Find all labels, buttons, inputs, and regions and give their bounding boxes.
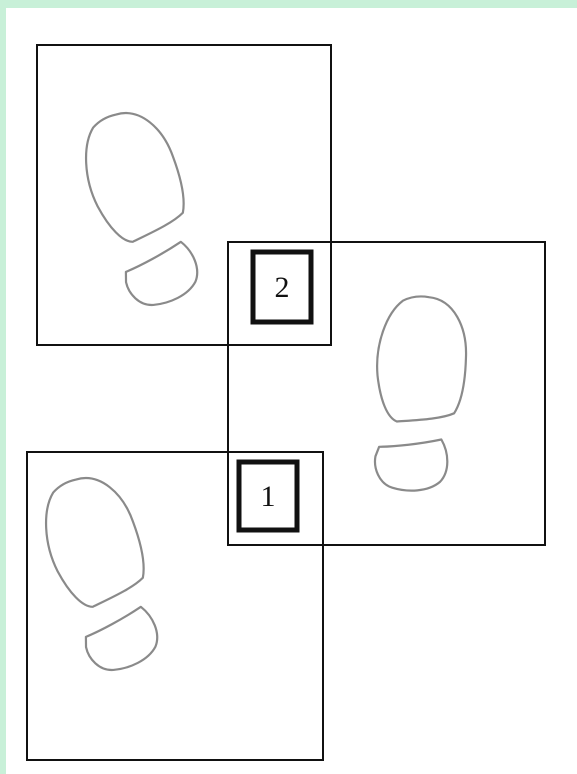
step-label-1: 1 <box>239 462 297 530</box>
step-label-2-text: 2 <box>275 271 290 304</box>
footprint-icon <box>355 290 477 497</box>
footprint-icon <box>36 469 165 678</box>
step-label-2: 2 <box>253 252 311 322</box>
footprint-icon <box>76 104 205 313</box>
step-label-1-text: 1 <box>261 480 276 513</box>
